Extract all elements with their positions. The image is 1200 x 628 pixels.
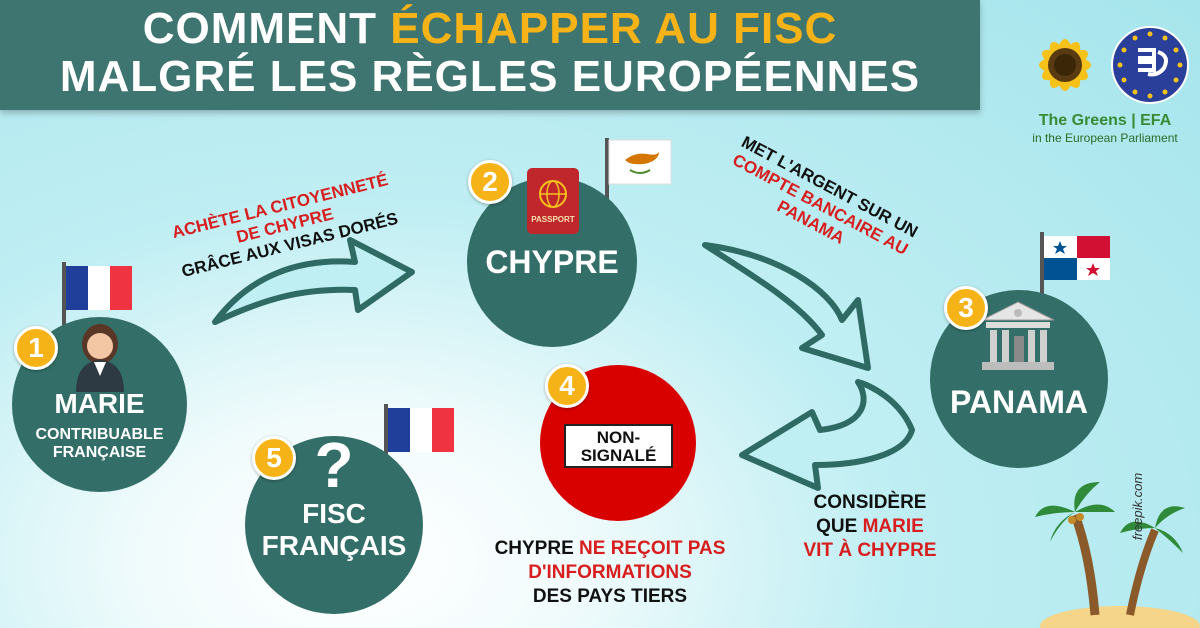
marie-name: MARIE: [54, 388, 145, 419]
non-signale-line-1: NON-: [596, 428, 641, 447]
chypre-name: CHYPRE: [485, 244, 619, 280]
marie-subtitle-2: FRANÇAISE: [52, 444, 147, 461]
passport-icon: PASSPORT: [527, 168, 579, 234]
cyprus-flag-icon: [605, 138, 672, 212]
caption-step4-line1: CHYPRE NE REÇOIT PAS: [494, 538, 726, 559]
passport-label: PASSPORT: [531, 215, 575, 224]
title-line-2: MALGRÉ LES RÈGLES EUROPÉENNES: [59, 52, 921, 101]
freepik-credit: freepik.com: [1130, 472, 1145, 540]
question-mark-icon: ?: [314, 429, 354, 501]
panama-flag-icon: [1040, 232, 1110, 306]
step-number-4: 4: [545, 364, 589, 408]
france-flag-icon-marie: [62, 262, 132, 340]
non-signale-plate: [564, 424, 673, 468]
non-signale-line-2: SIGNALÉ: [580, 446, 657, 465]
arrow-panama-to-nonsignale: [739, 379, 915, 491]
title-banner: COMMENT ÉCHAPPER AU FISC MALGRÉ LES RÈGL…: [0, 0, 980, 110]
greens-efa-logo: [1039, 26, 1189, 104]
title-line-1: COMMENT ÉCHAPPER AU FISC: [142, 4, 838, 53]
eu-flag-circle-icon: [1111, 26, 1189, 104]
fisc-name-2: FRANÇAIS: [261, 530, 407, 561]
step-number-1: 1: [14, 326, 58, 370]
marie-subtitle-1: CONTRIBUABLE: [35, 426, 164, 443]
panama-name: PANAMA: [949, 384, 1089, 420]
step-number-3: 3: [944, 286, 988, 330]
step-number-2: 2: [468, 160, 512, 204]
caption-step3-line1: CONSIDÈRE: [813, 492, 927, 513]
france-flag-icon-fisc: [384, 404, 454, 482]
caption-step4-line2: D'INFORMATIONS: [528, 562, 692, 583]
bank-icon: [981, 301, 1055, 370]
step-number-5: 5: [252, 436, 296, 480]
palm-island-icon: [1035, 482, 1200, 628]
caption-step3-line3: VIT À CHYPRE: [803, 540, 937, 561]
caption-step3-line2: QUE MARIE: [816, 516, 924, 537]
sunflower-icon: [1039, 39, 1091, 91]
woman-avatar-icon: [76, 324, 124, 392]
arrow-marie-to-chypre: [212, 237, 415, 325]
fisc-name-1: FISC: [302, 498, 366, 529]
caption-step4-line3: DES PAYS TIERS: [532, 586, 688, 607]
arrow-chypre-to-panama: [702, 242, 871, 371]
logo-title: The Greens | EFA: [1038, 112, 1172, 129]
logo-subtitle: in the European Parliament: [1032, 131, 1178, 145]
